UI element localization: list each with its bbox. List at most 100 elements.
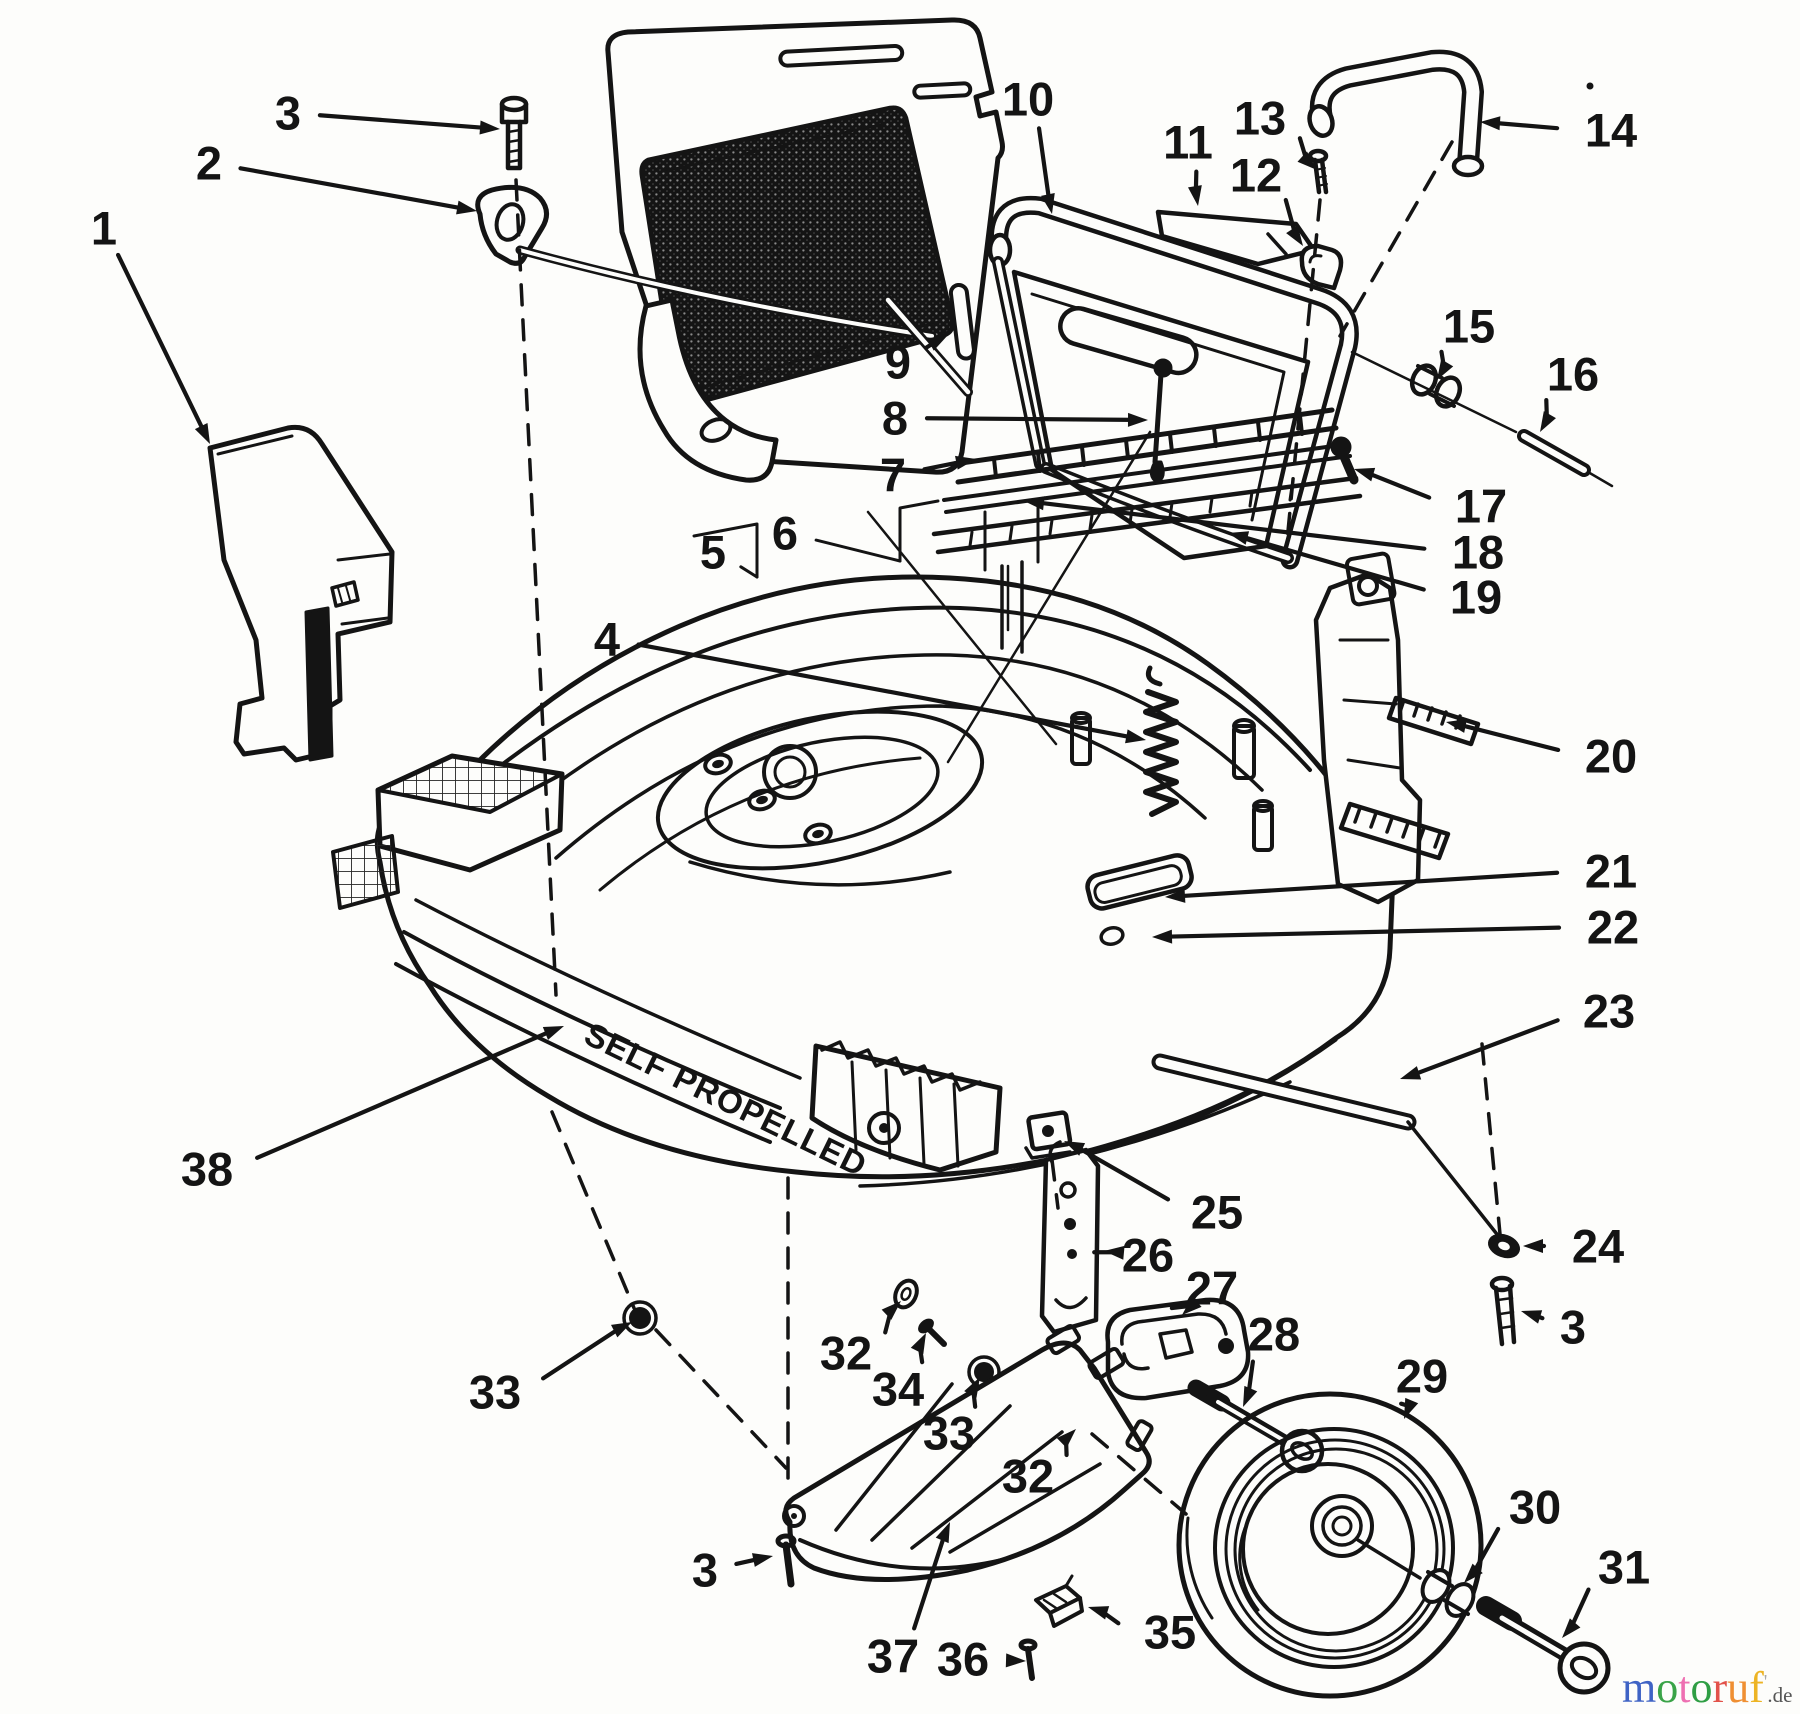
part-number: 22 <box>1587 901 1639 954</box>
part-number: 32 <box>820 1327 872 1380</box>
part-number: 23 <box>1583 985 1635 1038</box>
part-number: 20 <box>1585 730 1637 783</box>
motoruf-watermark: motoruf'.de <box>1622 1658 1800 1712</box>
clamp-screw <box>1307 148 1329 195</box>
callout-5: 5 <box>700 526 759 579</box>
callout-29: 29 <box>1396 1350 1448 1419</box>
callout-1: 1 <box>91 202 210 444</box>
callout-2: 2 <box>196 137 477 215</box>
deflector-pivot <box>782 1504 806 1528</box>
callout-17: 17 <box>1354 467 1507 533</box>
part-number: 3 <box>692 1544 718 1597</box>
rear-height-bracket <box>1313 551 1481 905</box>
handle-pin <box>1517 429 1614 488</box>
clip-pin <box>1018 1638 1038 1681</box>
lift-spring <box>1143 665 1179 817</box>
part-number: 28 <box>1248 1308 1300 1361</box>
part-number: 5 <box>700 526 726 579</box>
cable-clamp <box>1299 243 1344 291</box>
part-number: 10 <box>1002 73 1054 126</box>
part-number: 37 <box>867 1630 919 1683</box>
callout-10: 10 <box>1002 73 1055 214</box>
part-number: 17 <box>1455 480 1507 533</box>
part-number: 32 <box>1002 1450 1054 1503</box>
callout-33: 33 <box>923 1377 980 1460</box>
callout-36: 36 <box>937 1633 1026 1686</box>
part-number: 36 <box>937 1633 989 1686</box>
callout-37: 37 <box>867 1522 950 1683</box>
washer-32-left <box>893 1278 919 1310</box>
spring-clip <box>1034 1574 1084 1628</box>
part-number: 27 <box>1186 1262 1238 1315</box>
part-number: 34 <box>872 1363 924 1416</box>
lower-rack <box>1338 801 1451 861</box>
callout-13: 13 <box>1234 92 1317 170</box>
callout-16: 16 <box>1540 348 1599 432</box>
handle-frame <box>987 195 1359 570</box>
callout-32: 32 <box>820 1301 901 1380</box>
cover-bolt <box>499 95 529 171</box>
height-adjust-bracket <box>1039 1140 1101 1335</box>
callout-23: 23 <box>1400 985 1635 1080</box>
deflector-chute <box>782 1324 1154 1583</box>
part-number: 14 <box>1585 104 1637 157</box>
part-number: 24 <box>1572 1220 1624 1273</box>
throttle-plate <box>1155 209 1317 267</box>
engine-cover <box>605 17 1005 483</box>
watermark-letter: t <box>1678 1663 1691 1712</box>
part-number: 18 <box>1452 526 1504 579</box>
callout-34: 34 <box>872 1333 926 1416</box>
nut-33-center <box>974 1362 994 1382</box>
part-number: 11 <box>1163 116 1213 169</box>
callout-19: 19 <box>1228 531 1502 624</box>
watermark-suffix: .de <box>1767 1683 1793 1707</box>
watermark-letter: m <box>1622 1663 1657 1712</box>
callout-35: 35 <box>1088 1606 1196 1659</box>
part-number: 21 <box>1585 845 1637 898</box>
part-number: 30 <box>1509 1481 1561 1534</box>
callout-20: 20 <box>1446 719 1637 783</box>
adjuster-cam <box>1105 1297 1251 1401</box>
callout-18: 18 <box>1024 496 1504 579</box>
callout-21: 21 <box>1165 845 1637 903</box>
part-number: 7 <box>880 449 906 502</box>
deflector-pin <box>775 1533 797 1588</box>
side-discharge-plate <box>207 424 395 763</box>
part-number: 25 <box>1191 1186 1243 1239</box>
callout-7: 7 <box>880 449 976 502</box>
callout-11: 11 <box>1163 116 1213 206</box>
callout-3: 3 <box>275 87 500 140</box>
callout-22: 22 <box>1152 901 1639 954</box>
watermark-letter: o <box>1690 1663 1713 1712</box>
callout-25: 25 <box>1064 1141 1243 1239</box>
watermark-tick: ' <box>1763 1671 1768 1693</box>
part-number: 16 <box>1547 348 1599 401</box>
callout-8: 8 <box>882 392 1148 445</box>
callout-28: 28 <box>1243 1308 1300 1407</box>
scan-speck <box>1586 82 1594 90</box>
callout-14: 14 <box>1480 104 1637 157</box>
deck-nut <box>1024 1110 1073 1160</box>
callout-3: 3 <box>1521 1301 1586 1354</box>
part-number: 8 <box>882 392 908 445</box>
callout-15: 15 <box>1437 300 1495 380</box>
callout-9: 9 <box>885 335 948 389</box>
watermark-letter: r <box>1712 1663 1728 1712</box>
part-number: 13 <box>1234 92 1286 145</box>
part-number: 6 <box>772 507 798 560</box>
callout-32: 32 <box>1002 1429 1076 1503</box>
wheel-hub <box>1310 1494 1374 1558</box>
callout-30: 30 <box>1464 1481 1561 1583</box>
part-number: 29 <box>1396 1350 1448 1403</box>
callout-31: 31 <box>1562 1541 1650 1638</box>
part-number: 15 <box>1443 300 1495 353</box>
part-number: 4 <box>594 613 620 666</box>
part-number: 26 <box>1122 1229 1174 1282</box>
handle-bushing <box>1350 350 1518 434</box>
part-number: 2 <box>196 137 222 190</box>
bolt-34 <box>918 1318 947 1347</box>
adjuster-rack <box>1386 695 1481 747</box>
